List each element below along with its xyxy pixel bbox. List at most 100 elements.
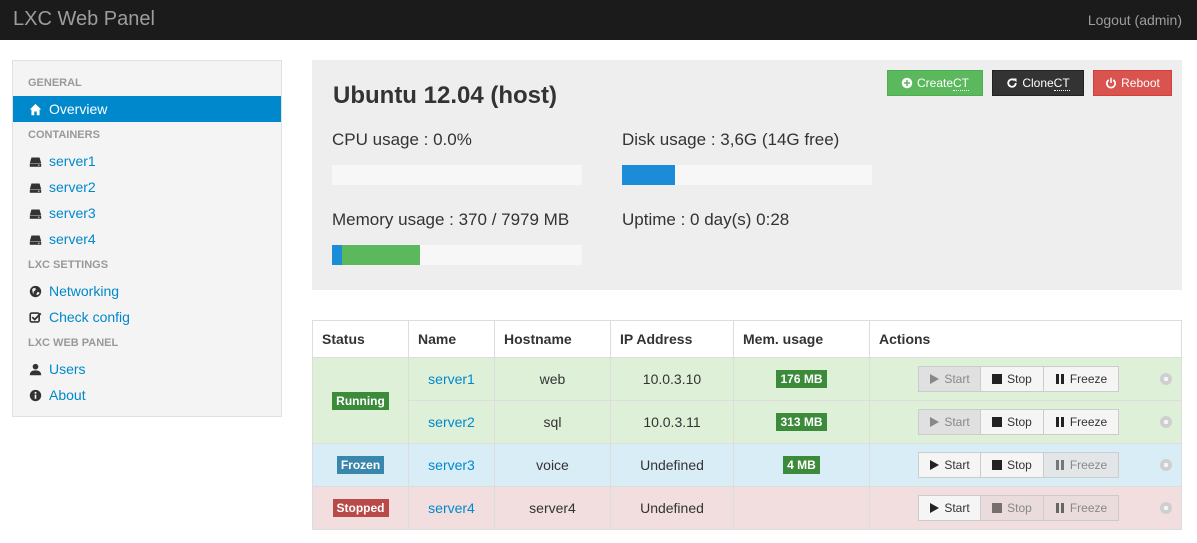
sidebar-item-label: Networking: [49, 283, 120, 299]
logout-link[interactable]: Logout (admin): [1087, 12, 1182, 28]
hostname-cell: sql: [494, 400, 611, 444]
sidebar-item-server2[interactable]: server2: [13, 174, 281, 200]
col-status: Status: [312, 320, 409, 358]
reboot-button[interactable]: Reboot: [1093, 70, 1172, 96]
user-icon: [28, 362, 42, 376]
sidebar-header-general: GENERAL: [28, 77, 82, 89]
sidebar-item-users[interactable]: Users: [13, 356, 281, 382]
freeze-button[interactable]: Freeze: [1044, 495, 1119, 521]
memory-usage-label: Memory usage : 370 / 7979 MB: [332, 210, 570, 229]
freeze-label: Freeze: [1069, 415, 1108, 429]
stop-button[interactable]: Stop: [981, 409, 1044, 435]
col-mem-usage: Mem. usage: [733, 320, 870, 358]
remove-container-icon[interactable]: [1160, 416, 1172, 428]
container-link[interactable]: server4: [428, 500, 475, 516]
container-link[interactable]: server2: [428, 414, 475, 430]
stop-button[interactable]: Stop: [981, 366, 1044, 392]
sidebar-item-label: Overview: [49, 101, 108, 117]
start-button[interactable]: Start: [918, 409, 981, 435]
mem-badge: 176 MB: [776, 370, 827, 388]
sidebar-item-overview[interactable]: Overview: [13, 96, 281, 122]
sidebar-item-label: server4: [49, 231, 96, 247]
remove-container-icon[interactable]: [1160, 502, 1172, 514]
ip-cell: Undefined: [610, 486, 734, 530]
stop-button[interactable]: Stop: [981, 495, 1044, 521]
disk-usage-label: Disk usage : 3,6G (14G free): [622, 130, 840, 149]
status-badge: Stopped: [332, 499, 389, 517]
ip-cell: 10.0.3.11: [610, 400, 734, 444]
reboot-label: Reboot: [1121, 76, 1160, 90]
sidebar-item-about[interactable]: About: [13, 382, 281, 408]
plus-circle-icon: [901, 77, 913, 89]
clone-ct-button[interactable]: Clone CT: [992, 70, 1084, 96]
remove-container-icon[interactable]: [1160, 459, 1172, 471]
stop-button[interactable]: Stop: [981, 452, 1044, 478]
start-label: Start: [944, 415, 970, 429]
sidebar-item-server4[interactable]: server4: [13, 226, 281, 252]
start-label: Start: [944, 372, 970, 386]
hdd-icon: [28, 232, 42, 246]
start-label: Start: [944, 501, 970, 515]
name-cell: server2: [408, 400, 495, 444]
col-name: Name: [408, 320, 495, 358]
host-overview-panel: Ubuntu 12.04 (host) Create CT Clone CT R…: [312, 60, 1182, 290]
hdd-icon: [28, 180, 42, 194]
brand-title[interactable]: LXC Web Panel: [13, 8, 155, 30]
stop-label: Stop: [1007, 372, 1032, 386]
freeze-button[interactable]: Freeze: [1044, 409, 1119, 435]
actions-cell: Start Stop Freeze: [869, 400, 1182, 444]
sidebar-item-check-config[interactable]: Check config: [13, 304, 281, 330]
remove-container-icon[interactable]: [1160, 373, 1172, 385]
container-link[interactable]: server3: [428, 457, 475, 473]
action-button-group: Start Stop Freeze: [918, 495, 1119, 521]
create-ct-abbr: CT: [953, 75, 970, 91]
start-label: Start: [944, 458, 970, 472]
pause-icon: [1055, 503, 1064, 513]
stop-icon: [992, 503, 1003, 513]
disk-bar-fill: [622, 165, 675, 185]
action-button-group: Start Stop Freeze: [918, 409, 1119, 435]
disk-usage-bar: [622, 165, 872, 185]
uptime-label: Uptime : 0 day(s) 0:28: [622, 210, 790, 229]
host-title: Ubuntu 12.04 (host): [333, 82, 558, 109]
start-button[interactable]: Start: [918, 452, 981, 478]
info-icon: [28, 388, 42, 402]
actions-cell: Start Stop Freeze: [869, 486, 1182, 530]
sidebar-header-lxc-web-panel: LXC WEB PANEL: [28, 337, 119, 349]
stop-icon: [992, 417, 1003, 427]
sidebar: GENERAL Overview CONTAINERS server1 serv…: [12, 60, 282, 417]
sidebar-item-server1[interactable]: server1: [13, 148, 281, 174]
memory-bar-segment: [342, 245, 420, 265]
memory-usage-bar: [332, 245, 582, 265]
play-icon: [930, 503, 940, 513]
sidebar-header-lxc-settings: LXC SETTINGS: [28, 259, 109, 271]
freeze-label: Freeze: [1069, 458, 1108, 472]
status-cell: Running: [312, 357, 409, 444]
sidebar-item-label: server3: [49, 205, 96, 221]
name-cell: server3: [408, 443, 495, 487]
play-icon: [930, 374, 940, 384]
start-button[interactable]: Start: [918, 366, 981, 392]
container-link[interactable]: server1: [428, 371, 475, 387]
mem-cell: 313 MB: [733, 400, 870, 444]
mem-cell: 4 MB: [733, 443, 870, 487]
start-button[interactable]: Start: [918, 495, 981, 521]
freeze-button[interactable]: Freeze: [1044, 452, 1119, 478]
action-button-group: Start Stop Freeze: [918, 366, 1119, 392]
sidebar-item-label: Users: [49, 361, 86, 377]
sidebar-item-label: Check config: [49, 309, 130, 325]
status-badge: Running: [332, 391, 389, 410]
table-row: Running server1 web 10.0.3.10 176 MB Sta…: [312, 357, 1182, 444]
freeze-label: Freeze: [1069, 372, 1108, 386]
sidebar-item-label: About: [49, 387, 86, 403]
hdd-icon: [28, 206, 42, 220]
freeze-button[interactable]: Freeze: [1044, 366, 1119, 392]
create-ct-button[interactable]: Create CT: [887, 70, 983, 96]
freeze-label: Freeze: [1069, 501, 1108, 515]
sidebar-item-networking[interactable]: Networking: [13, 278, 281, 304]
sidebar-item-label: server1: [49, 153, 96, 169]
play-icon: [930, 417, 940, 427]
name-cell: server4: [408, 486, 495, 530]
sidebar-item-server3[interactable]: server3: [13, 200, 281, 226]
action-button-group: Start Stop Freeze: [918, 452, 1119, 478]
